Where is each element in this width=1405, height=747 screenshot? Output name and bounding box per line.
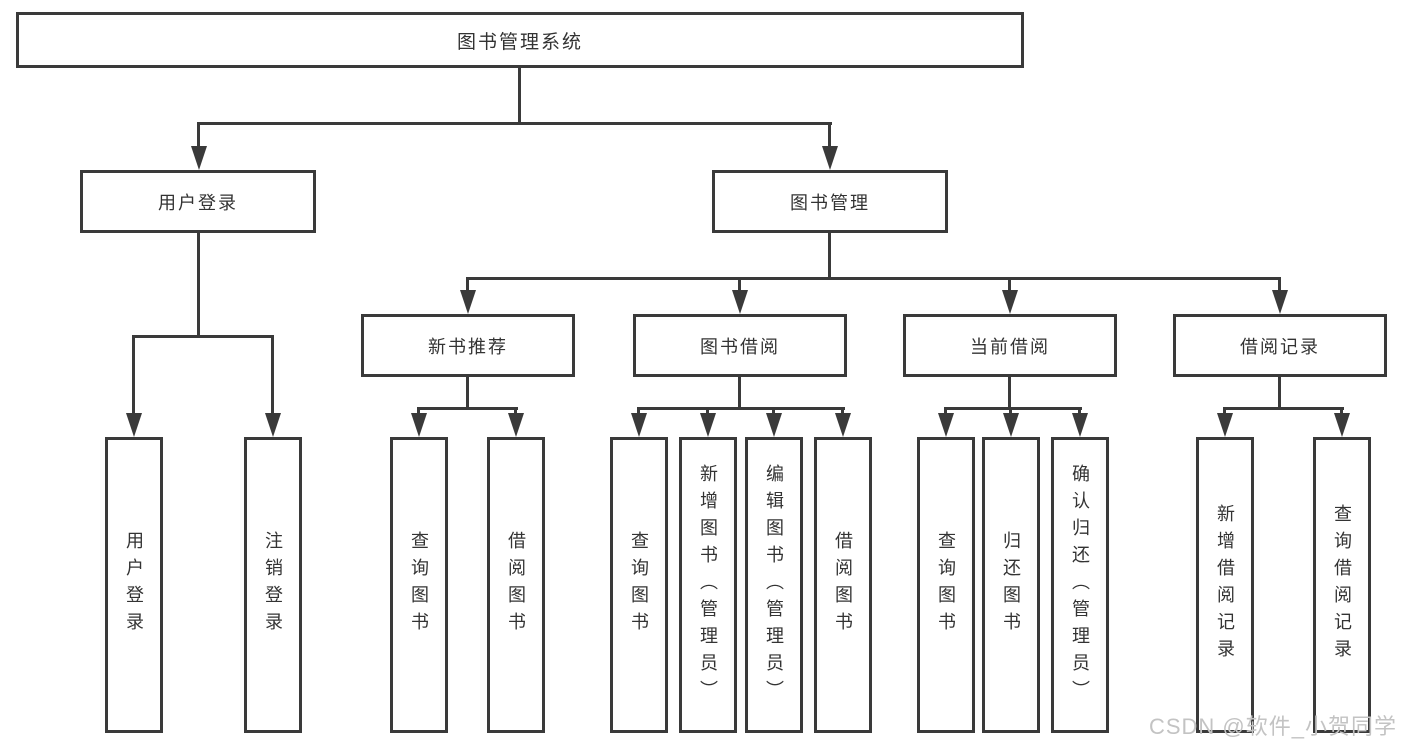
connector-line — [1008, 277, 1011, 295]
connector-line — [637, 407, 845, 410]
arrow-down-icon — [508, 413, 524, 437]
arrow-down-icon — [126, 413, 142, 437]
connector-line — [772, 407, 775, 417]
connector-line — [1278, 277, 1281, 295]
leaf-label: 用户登录 — [124, 531, 144, 639]
arrow-down-icon — [835, 413, 851, 437]
node-book-management: 图书管理 — [712, 170, 948, 233]
leaf-logout: 注销登录 — [244, 437, 302, 733]
csdn-watermark: CSDN @软件_小贺同学 — [1148, 714, 1397, 739]
leaf-label: 借阅图书 — [506, 531, 526, 639]
arrow-down-icon — [822, 146, 838, 170]
leaf-label: 查询借阅记录 — [1332, 504, 1352, 666]
connector-line — [466, 277, 469, 295]
leaf-edit-books-admin: 编辑图书（管理员） — [745, 437, 803, 733]
leaf-query-books: 查询图书 — [390, 437, 448, 733]
arrow-down-icon — [766, 413, 782, 437]
node-new-book-recommend: 新书推荐 — [361, 314, 575, 377]
connector-line — [518, 68, 521, 122]
leaf-borrow-books: 借阅图书 — [814, 437, 872, 733]
leaf-query-books: 查询图书 — [917, 437, 975, 733]
connector-line — [466, 377, 469, 407]
leaf-label: 归还图书 — [1001, 531, 1021, 639]
arrow-down-icon — [1072, 413, 1088, 437]
connector-line — [944, 407, 1082, 410]
leaf-user-login: 用户登录 — [105, 437, 163, 733]
connector-line — [1008, 377, 1011, 407]
connector-line — [271, 335, 274, 417]
arrow-down-icon — [265, 413, 281, 437]
connector-line — [132, 335, 135, 417]
leaf-label: 查询图书 — [409, 531, 429, 639]
node-user-login: 用户登录 — [80, 170, 316, 233]
node-borrow-records: 借阅记录 — [1173, 314, 1387, 377]
connector-line — [132, 335, 274, 338]
leaf-confirm-return-admin: 确认归还（管理员） — [1051, 437, 1109, 733]
connector-line — [738, 377, 741, 407]
arrow-down-icon — [732, 290, 748, 314]
connector-line — [1078, 407, 1081, 417]
leaf-borrow-books: 借阅图书 — [487, 437, 545, 733]
connector-line — [514, 407, 517, 417]
connector-line — [828, 122, 831, 150]
arrow-down-icon — [1002, 290, 1018, 314]
connector-line — [944, 407, 947, 417]
leaf-label: 查询图书 — [936, 531, 956, 639]
connector-line — [466, 277, 1281, 280]
arrow-down-icon — [411, 413, 427, 437]
connector-line — [417, 407, 420, 417]
node-current-borrow: 当前借阅 — [903, 314, 1117, 377]
leaf-add-borrow-record: 新增借阅记录 — [1196, 437, 1254, 733]
leaf-label: 注销登录 — [263, 531, 283, 639]
node-book-borrow: 图书借阅 — [633, 314, 847, 377]
leaf-label: 查询图书 — [629, 531, 649, 639]
connector-line — [1009, 407, 1012, 417]
arrow-down-icon — [191, 146, 207, 170]
connector-line — [828, 233, 831, 277]
arrow-down-icon — [938, 413, 954, 437]
connector-line — [197, 233, 200, 335]
arrow-down-icon — [1003, 413, 1019, 437]
connector-line — [706, 407, 709, 417]
leaf-label: 新增图书（管理员） — [698, 463, 718, 707]
connector-line — [1340, 407, 1343, 417]
leaf-label: 确认归还（管理员） — [1070, 463, 1090, 707]
leaf-query-books: 查询图书 — [610, 437, 668, 733]
connector-line — [417, 407, 518, 410]
connector-line — [637, 407, 640, 417]
arrow-down-icon — [1272, 290, 1288, 314]
arrow-down-icon — [700, 413, 716, 437]
arrow-down-icon — [1217, 413, 1233, 437]
leaf-add-books-admin: 新增图书（管理员） — [679, 437, 737, 733]
connector-line — [197, 122, 200, 150]
connector-line — [1223, 407, 1344, 410]
leaf-label: 新增借阅记录 — [1215, 504, 1235, 666]
connector-line — [1223, 407, 1226, 417]
connector-line — [1278, 377, 1281, 407]
connector-line — [841, 407, 844, 417]
leaf-query-borrow-record: 查询借阅记录 — [1313, 437, 1371, 733]
arrow-down-icon — [1334, 413, 1350, 437]
arrow-down-icon — [631, 413, 647, 437]
node-root: 图书管理系统 — [16, 12, 1024, 68]
leaf-label: 借阅图书 — [833, 531, 853, 639]
arrow-down-icon — [460, 290, 476, 314]
leaf-label: 编辑图书（管理员） — [764, 463, 784, 707]
connector-line — [197, 122, 832, 125]
leaf-return-books: 归还图书 — [982, 437, 1040, 733]
connector-line — [738, 277, 741, 295]
